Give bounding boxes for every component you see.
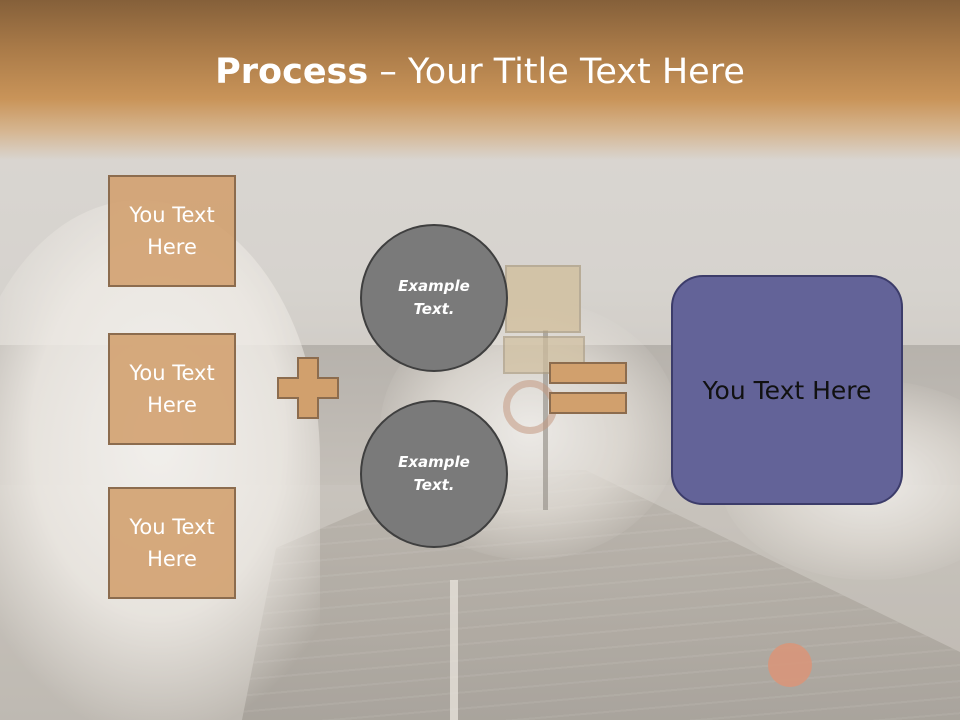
equals-icon-bottom-bar bbox=[549, 392, 627, 414]
title-band bbox=[0, 0, 960, 160]
operand-circle-1-label: Example Text. bbox=[398, 277, 470, 318]
input-box-1: You Text Here bbox=[108, 175, 236, 287]
operand-circle-1: Example Text. bbox=[360, 224, 508, 372]
equals-icon-top-bar bbox=[549, 362, 627, 384]
operand-circle-2: Example Text. bbox=[360, 400, 508, 548]
buoy bbox=[768, 643, 812, 687]
input-box-3-label: You Text Here bbox=[129, 515, 215, 571]
slide-title-bold: Process bbox=[215, 52, 369, 92]
input-box-2-label: You Text Here bbox=[129, 361, 215, 417]
input-box-1-label: You Text Here bbox=[129, 203, 215, 259]
input-box-3: You Text Here bbox=[108, 487, 236, 599]
railing-pole bbox=[450, 580, 458, 720]
slide-title-rest: – Your Title Text Here bbox=[368, 52, 745, 92]
input-box-2: You Text Here bbox=[108, 333, 236, 445]
plus-icon bbox=[277, 357, 339, 419]
slide-title: Process – Your Title Text Here bbox=[0, 52, 960, 92]
operand-circle-2-label: Example Text. bbox=[398, 453, 470, 494]
warning-sign bbox=[505, 265, 581, 333]
result-box: You Text Here bbox=[671, 275, 903, 505]
result-box-label: You Text Here bbox=[702, 375, 872, 405]
